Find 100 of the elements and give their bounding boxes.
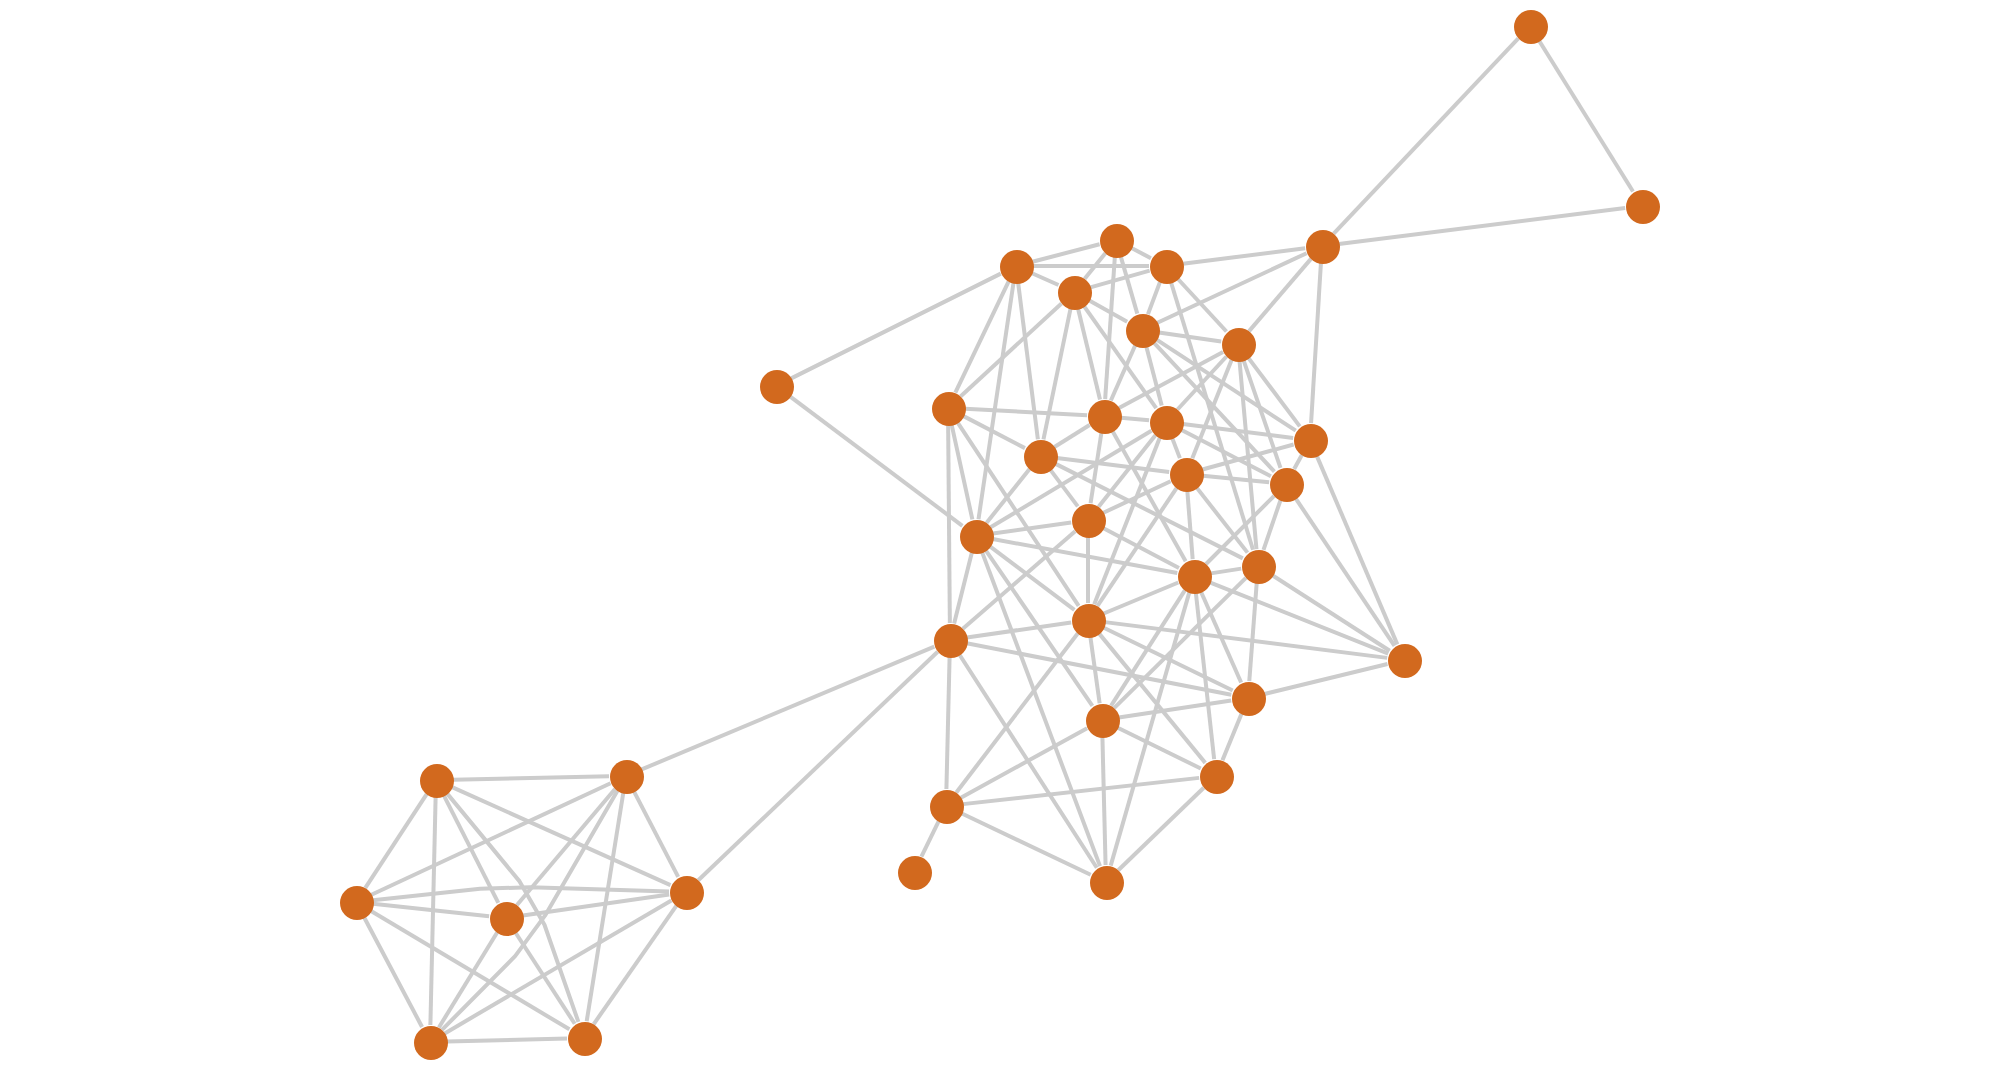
edge-line <box>988 544 1076 612</box>
edge-line <box>966 620 1072 640</box>
edge-line <box>1537 39 1635 193</box>
edge-line <box>1204 494 1276 566</box>
edge-line <box>1102 526 1180 570</box>
edge-line <box>372 901 490 919</box>
node-circle <box>419 763 453 797</box>
edge-line <box>1247 257 1313 333</box>
edge-line <box>1104 620 1388 660</box>
node-circle <box>1177 559 1211 593</box>
edge-line <box>1156 251 1308 325</box>
node-circle <box>1231 681 1265 715</box>
edge-line <box>959 726 1089 800</box>
edge-line <box>1182 246 1306 266</box>
edge-line <box>1041 308 1073 440</box>
node-circle <box>669 875 703 909</box>
edge-line <box>1082 304 1158 410</box>
edge-line <box>1144 345 1164 407</box>
edge-line <box>1109 589 1187 707</box>
edge-line <box>1088 432 1104 504</box>
edge-line <box>962 414 1026 450</box>
node-circle <box>1221 327 1255 361</box>
edge-line <box>1092 437 1162 605</box>
edge-line <box>440 789 620 1032</box>
edge-line <box>1087 298 1129 324</box>
edge-line <box>441 794 501 904</box>
edge-line <box>1158 330 1222 344</box>
edge-line <box>1246 356 1302 428</box>
node-circle <box>1269 467 1303 501</box>
edge-line <box>1118 698 1232 720</box>
edge-line <box>1110 429 1188 563</box>
node-circle <box>1085 703 1119 737</box>
edge-line <box>1152 341 1276 473</box>
node-circle <box>1241 549 1275 583</box>
node-circle <box>1305 229 1339 263</box>
edge-line <box>1314 454 1400 646</box>
edge-line <box>1030 271 1060 287</box>
edge-line <box>452 774 610 782</box>
edge-line <box>1076 308 1102 400</box>
node-circle <box>931 391 965 425</box>
edge-line <box>1176 277 1228 333</box>
edge-line <box>1054 461 1244 561</box>
edge-line <box>1247 582 1259 682</box>
edge-line <box>954 632 1080 794</box>
edge-line <box>584 792 626 1022</box>
edge-line <box>369 909 571 1031</box>
node-circle <box>933 623 967 657</box>
edge-line <box>515 787 617 907</box>
edge-line <box>1202 473 1270 485</box>
edge-line <box>1155 337 1297 433</box>
edge-line <box>959 302 1063 398</box>
node-circle <box>897 855 931 889</box>
edge-line <box>1102 580 1180 616</box>
edge-line <box>1103 256 1117 400</box>
edge-line <box>957 653 1099 869</box>
edge-line <box>1169 281 1255 551</box>
edge-line <box>1220 712 1244 762</box>
edge-line <box>790 271 1002 381</box>
edge-line <box>1120 415 1150 423</box>
node-circle <box>929 789 963 823</box>
edge-line <box>985 468 1031 524</box>
edge-line <box>1210 566 1242 576</box>
node-circle <box>1169 457 1203 491</box>
edge-line <box>1033 264 1149 268</box>
node-circle <box>1057 275 1091 309</box>
node-circle <box>1023 439 1057 473</box>
edge-line <box>1194 486 1250 554</box>
edge-line <box>372 885 670 903</box>
edge-line <box>1237 360 1259 550</box>
edge-line <box>946 425 952 623</box>
edge-line <box>446 1036 568 1044</box>
node-circle <box>1513 9 1547 43</box>
node-circle <box>339 885 373 919</box>
edge-line <box>1048 468 1080 508</box>
node-circle <box>1089 865 1123 899</box>
edge-line <box>1185 490 1195 560</box>
edge-line <box>962 775 1200 807</box>
edge-line <box>992 537 1178 575</box>
edge-line <box>1088 636 1102 704</box>
edge-line <box>1199 590 1243 684</box>
edge-line <box>1293 497 1397 647</box>
node-circle <box>413 1025 447 1059</box>
edge-line <box>961 529 1077 631</box>
edge-line <box>1201 442 1295 472</box>
edge-line <box>1241 359 1283 469</box>
edge-line <box>1118 255 1140 315</box>
edge-line <box>1056 456 1170 474</box>
edge-line <box>1190 359 1234 459</box>
node-circle <box>1099 223 1133 257</box>
edge-line <box>944 656 952 790</box>
edge-line <box>1170 437 1182 459</box>
edge-line <box>522 892 670 918</box>
edge-line <box>1309 262 1323 424</box>
edge-line <box>964 406 1088 418</box>
edge-line <box>445 791 581 1023</box>
node-circle <box>1199 759 1233 793</box>
edge-line <box>1116 786 1206 872</box>
node-circle <box>1149 405 1183 439</box>
edge-line <box>428 796 438 1026</box>
edge-line <box>363 793 429 889</box>
